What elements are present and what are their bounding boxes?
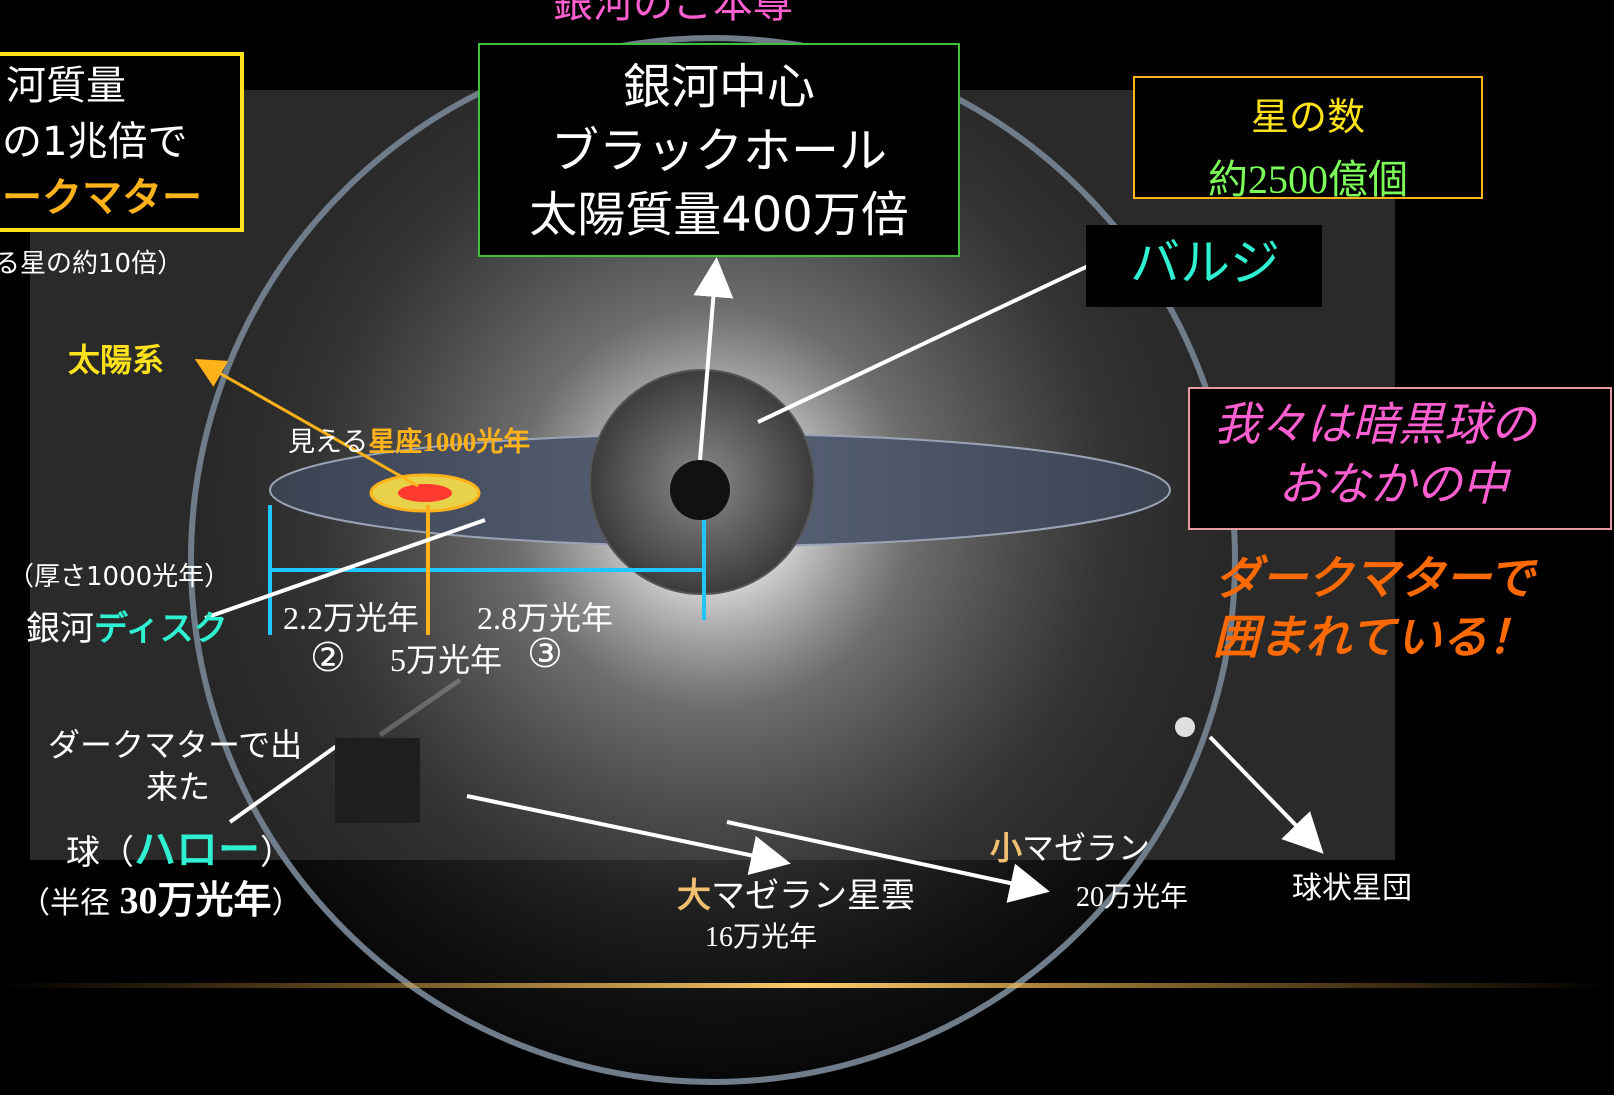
halo-pointer — [228, 743, 340, 824]
bulge-pointer — [757, 256, 1106, 424]
galactic-disk-label: 銀河ディスク — [26, 610, 228, 648]
center-line2: ブラックホール — [550, 123, 887, 179]
bulge-label-box: バルジ — [1086, 225, 1322, 307]
star-count-value: 2500 — [1248, 157, 1328, 202]
halo-prefix: 球（ — [66, 833, 134, 873]
inside-line2: おなかの中 — [1278, 459, 1508, 510]
star-count-suffix: 億個 — [1328, 157, 1408, 203]
smc-arrow — [726, 820, 1050, 903]
constellation-word: 星座 — [368, 427, 423, 458]
star-count-prefix: 約 — [1208, 157, 1248, 203]
distance-sun-edge: 2.2万光年 — [283, 600, 420, 636]
circle-2: ② — [310, 635, 346, 681]
visible-prefix: 見える — [288, 427, 369, 458]
inside-dark-sphere-box: 我々は暗黒球の おなかの中 — [1188, 387, 1612, 530]
lmc-highlight: 大 — [677, 876, 711, 916]
solar-system-dot — [398, 484, 452, 502]
star-count-box: 星の数 約2500億個 — [1133, 76, 1483, 203]
disk-thickness: （厚さ1000光年） — [8, 562, 231, 592]
distance-sun-center: 2.8万光年 — [477, 600, 614, 636]
streak — [378, 677, 462, 738]
black-hole — [670, 460, 730, 520]
dark-patch — [335, 738, 420, 823]
lmc-distance: 16万光年 — [705, 922, 818, 953]
center-line3: 太陽質量400万倍 — [529, 187, 909, 243]
halo-line3: 球（ハロー） — [66, 826, 294, 873]
dark-matter-line3: ークマター — [2, 175, 202, 221]
smc-name: マゼラン — [1022, 829, 1151, 867]
halo-radius: （半径 30万光年） — [20, 880, 302, 923]
solar-system-arrow — [194, 359, 419, 488]
halo-line1: ダークマターで出 — [48, 726, 303, 764]
halo-highlight: ハロー — [134, 825, 261, 874]
star-count-line2: 約2500億個 — [1135, 147, 1481, 205]
smc-highlight: 小 — [990, 829, 1023, 867]
smc-label: 小マゼラン — [990, 829, 1151, 867]
halo-line2: 来た — [146, 768, 211, 806]
disk-pointer — [204, 518, 486, 620]
visible-constellations-label: 見える星座1000光年 — [288, 427, 530, 458]
star-ratio-note: る星の約10倍） — [0, 249, 184, 279]
galactic-center-box: 銀河中心 ブラックホール 太陽質量400万倍 — [478, 43, 960, 257]
disk-highlight: ディスク — [94, 609, 228, 649]
halo-radius-prefix: （半径 — [20, 886, 120, 921]
smc-distance: 20万光年 — [1076, 882, 1189, 913]
dark-matter-line2: の1兆倍で — [2, 119, 188, 165]
halo-radius-suffix: ） — [271, 886, 302, 921]
constellation-distance: 1000光年 — [422, 427, 531, 457]
bulge-label: バルジ — [1130, 234, 1280, 292]
surrounded-line2: 囲まれている！ — [1213, 610, 1534, 664]
horizon-glow — [0, 983, 1614, 988]
globular-cluster-label: 球状星団 — [1292, 871, 1412, 906]
dark-matter-box: 河質量 の1兆倍で ークマター — [0, 52, 244, 232]
title-partial: 銀河のご本尊 — [553, 0, 793, 26]
distance-total: 5万光年 — [390, 642, 503, 678]
surrounded-line1: ダークマターで — [1215, 551, 1535, 605]
halo-suffix: ） — [260, 833, 295, 873]
lmc-name: マゼラン星雲 — [711, 876, 915, 916]
solar-system-label: 太陽系 — [68, 341, 165, 379]
lmc-label: 大マゼラン星雲 — [677, 877, 915, 915]
lmc-arrow — [466, 794, 791, 876]
star-count-line1: 星の数 — [1250, 95, 1365, 139]
center-arrow — [693, 257, 734, 461]
globular-cluster-star — [1175, 717, 1195, 737]
dark-matter-line1: 河質量 — [6, 63, 126, 109]
halo-radius-value: 30万光年 — [119, 880, 272, 922]
circle-3: ③ — [527, 631, 563, 677]
inside-line1: 我々は暗黒球の — [1214, 399, 1536, 450]
globular-cluster-arrow — [1208, 735, 1324, 854]
disk-prefix: 銀河 — [26, 609, 94, 649]
center-line1: 銀河中心 — [622, 59, 815, 115]
